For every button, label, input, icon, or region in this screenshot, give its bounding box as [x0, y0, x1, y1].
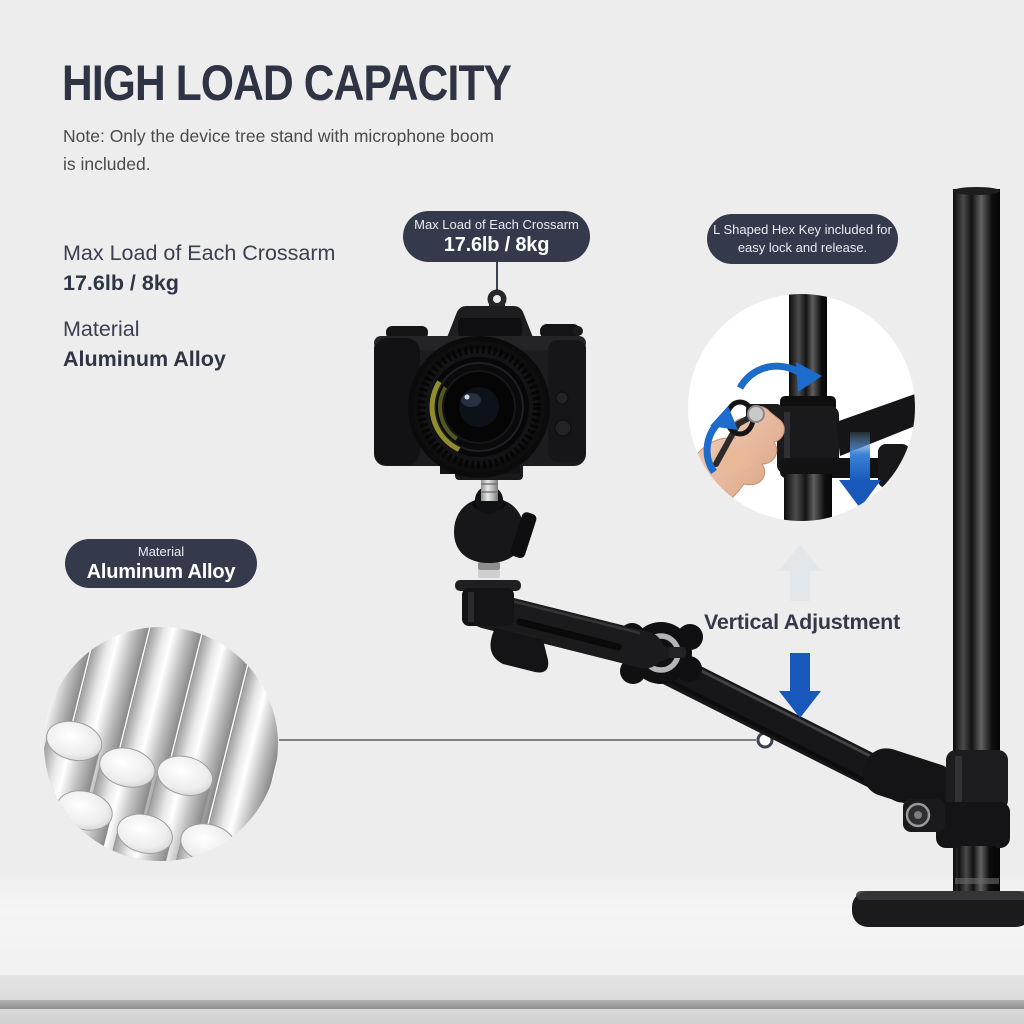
connector-dot	[756, 731, 774, 749]
spec-material-label: Material	[63, 317, 140, 341]
hand-with-hex-key-photo	[688, 294, 915, 521]
desk-edge-line	[0, 1000, 1024, 1009]
camera-eyelet	[487, 289, 507, 309]
dslr-camera-photo	[374, 289, 586, 478]
spec-material-value: Aluminum Alloy	[63, 347, 226, 371]
desk-surface	[0, 874, 1024, 975]
hex-key-badge: L Shaped Hex Key included for easy lock …	[707, 214, 898, 264]
aluminum-rods-inset-circle	[44, 627, 278, 861]
max-load-badge-label: Max Load of Each Crossarm	[414, 216, 579, 232]
note-text: Note: Only the device tree stand with mi…	[63, 126, 494, 175]
ball-head-lever	[510, 512, 537, 559]
vertical-adjustment-label: Vertical Adjustment	[703, 610, 901, 634]
hex-key-badge-text: L Shaped Hex Key included for easy lock …	[713, 222, 892, 255]
max-load-badge-value: 17.6lb / 8kg	[443, 234, 550, 257]
page-title: HIGH LOAD CAPACITY	[62, 55, 512, 111]
elbow-knob	[619, 622, 703, 684]
crossarm-upper	[467, 591, 664, 673]
desk-surface-front-band	[0, 975, 1024, 1000]
up-arrow-icon	[779, 544, 821, 601]
desk-front-face	[0, 1009, 1024, 1024]
spec-material: Material Aluminum Alloy	[63, 314, 226, 374]
spec-max-load-label: Max Load of Each Crossarm	[63, 241, 336, 265]
aluminum-rods-photo	[44, 627, 278, 861]
vertical-pole	[953, 187, 1000, 901]
material-badge-value: Aluminum Alloy	[86, 561, 236, 584]
material-badge-label: Material	[137, 543, 185, 559]
down-arrow-icon	[839, 432, 881, 508]
spec-max-load: Max Load of Each Crossarm 17.6lb / 8kg	[63, 238, 335, 298]
crossarm-lower	[645, 648, 958, 812]
max-load-badge: Max Load of Each Crossarm 17.6lb / 8kg	[403, 211, 590, 262]
hex-key-inset-circle	[688, 294, 915, 521]
ball-head-mount	[454, 462, 537, 626]
material-connector-line	[279, 731, 774, 749]
down-arrow-icon	[779, 653, 821, 718]
pole-and-clamp	[746, 294, 915, 521]
clamp-screw	[905, 802, 931, 828]
spec-max-load-value: 17.6lb / 8kg	[63, 271, 179, 295]
rotation-arrow-icons	[703, 362, 822, 475]
lens-glare	[429, 357, 529, 457]
material-badge: Material Aluminum Alloy	[65, 539, 257, 588]
